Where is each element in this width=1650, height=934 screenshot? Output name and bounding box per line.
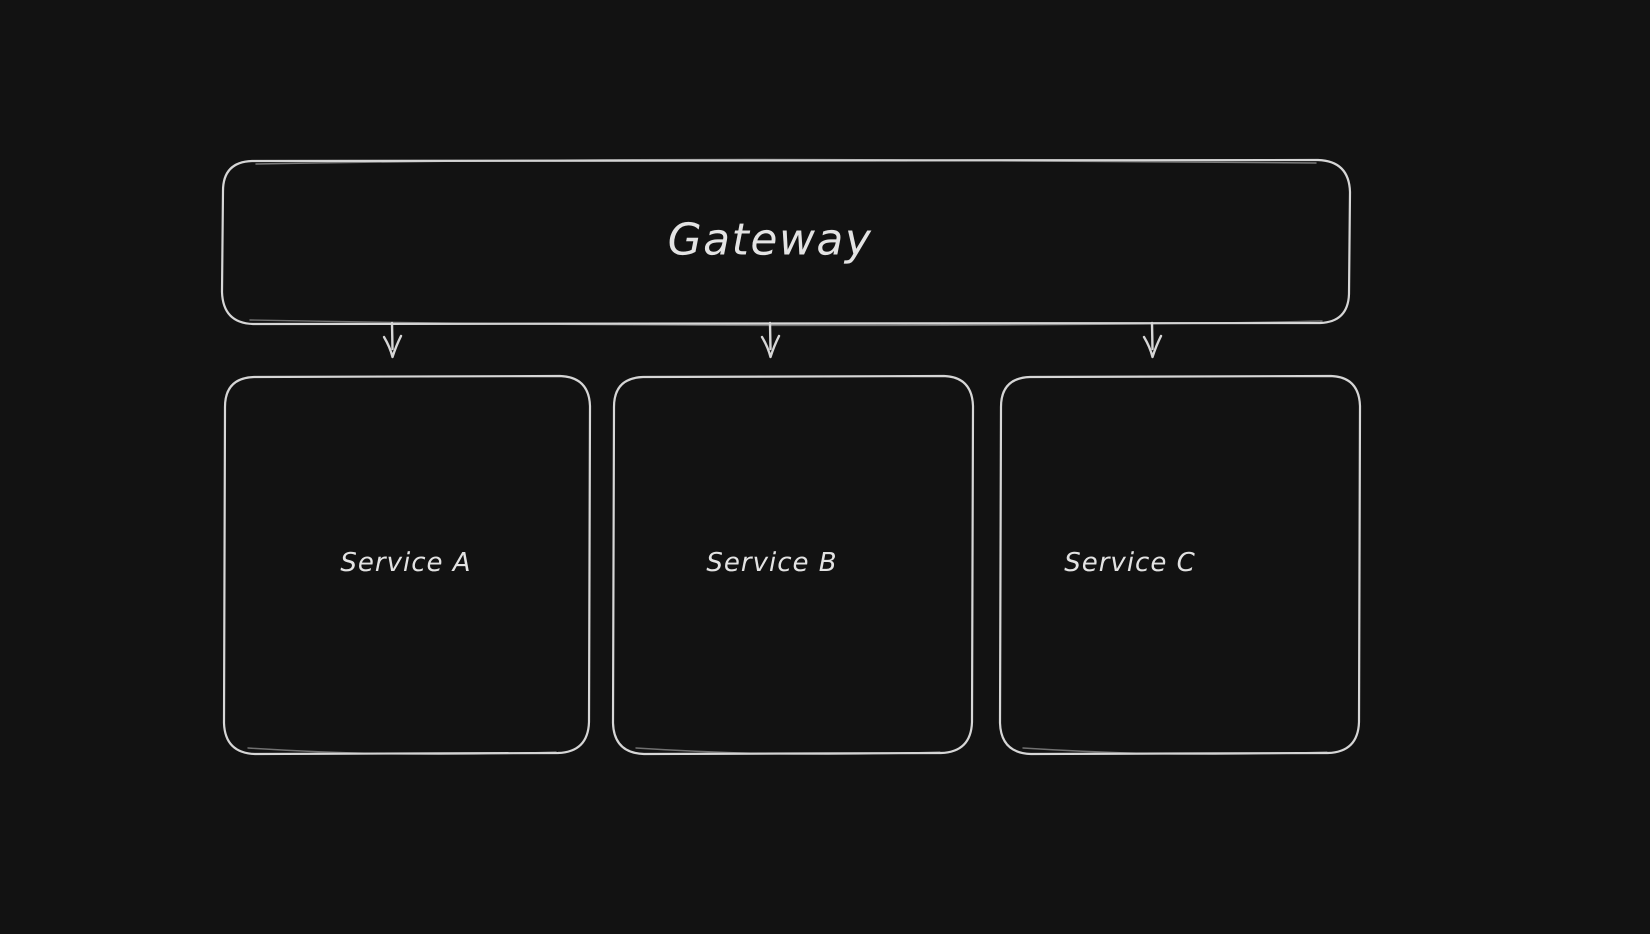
node-gateway-shape[interactable] (220, 158, 1352, 327)
edge-gateway-service-b[interactable] (760, 321, 781, 359)
edge-gateway-service-c[interactable] (1142, 321, 1163, 359)
node-label-service-a: Service A (340, 548, 472, 578)
edge-gateway-service-a[interactable] (382, 321, 403, 359)
node-label-service-b: Service B (706, 548, 838, 578)
gateway-box-outline (220, 158, 1352, 326)
edge-b-arrowhead-icon (760, 334, 781, 359)
node-service-b-shape[interactable] (611, 374, 975, 756)
edge-a-line (390, 321, 394, 351)
service-c-box-outline (998, 374, 1362, 756)
edge-c-arrowhead-icon (1142, 334, 1163, 359)
node-service-a-shape[interactable] (222, 374, 592, 756)
service-b-box-outline (611, 374, 975, 756)
node-label-gateway: Gateway (667, 214, 873, 266)
edge-c-line (1150, 321, 1154, 351)
gateway-box-sketch-overstroke-top (255, 158, 1317, 165)
service-a-box-sketch-overstroke-bottom (247, 747, 557, 755)
node-label-service-c: Service C (1064, 548, 1196, 578)
service-a-box-outline (222, 374, 592, 756)
node-service-c-shape[interactable] (998, 374, 1362, 756)
edge-a-arrowhead-icon (382, 334, 403, 359)
gateway-box-sketch-overstroke-bottom (249, 319, 1323, 327)
service-c-box-sketch-overstroke-bottom (1022, 747, 1328, 755)
service-b-box-sketch-overstroke-bottom (635, 747, 941, 755)
edge-b-line (768, 321, 772, 351)
